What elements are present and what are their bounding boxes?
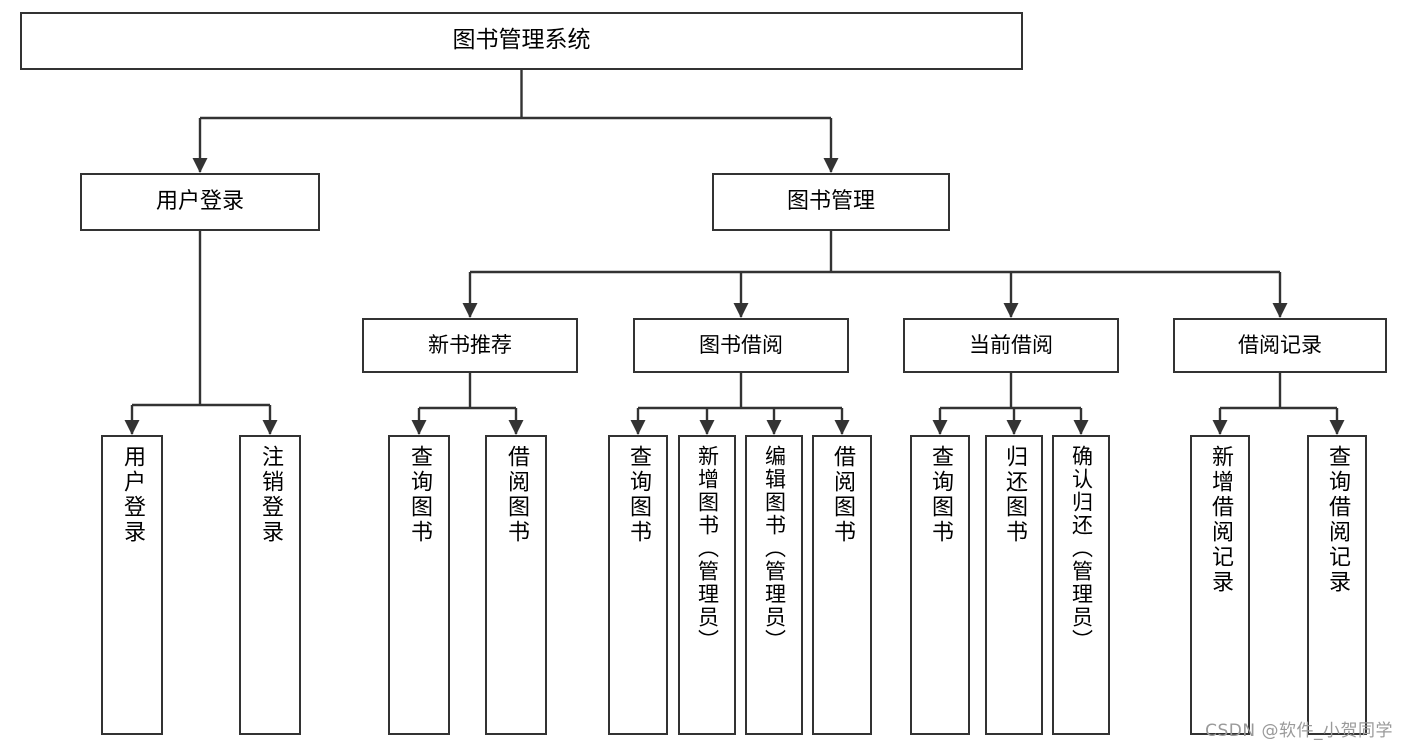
node-leaf-add-book-label: 新增图书（管理员） xyxy=(695,445,720,652)
node-leaf-borrow-book-1-label: 借阅图书 xyxy=(504,445,529,545)
node-leaf-query-book-1[interactable]: 查询图书 xyxy=(388,435,450,735)
node-new-book-recommend-label: 新书推荐 xyxy=(428,333,512,358)
node-leaf-confirm-return[interactable]: 确认归还（管理员） xyxy=(1052,435,1110,735)
node-leaf-return-book-label: 归还图书 xyxy=(1002,445,1027,545)
node-leaf-user-login-label: 用户登录 xyxy=(120,445,145,545)
arrowhead-icon xyxy=(411,420,427,435)
arrowhead-icon xyxy=(192,158,208,173)
node-leaf-borrow-book-1[interactable]: 借阅图书 xyxy=(485,435,547,735)
node-leaf-query-book-3-label: 查询图书 xyxy=(928,445,953,545)
node-user-login[interactable]: 用户登录 xyxy=(80,173,320,231)
node-leaf-add-book[interactable]: 新增图书（管理员） xyxy=(678,435,736,735)
node-leaf-user-logout[interactable]: 注销登录 xyxy=(239,435,301,735)
node-root-system-label: 图书管理系统 xyxy=(452,27,591,54)
arrowhead-icon xyxy=(823,158,839,173)
node-leaf-confirm-return-label: 确认归还（管理员） xyxy=(1069,445,1094,652)
arrowhead-icon xyxy=(1003,303,1019,318)
arrowhead-icon xyxy=(508,420,524,435)
node-user-login-label: 用户登录 xyxy=(155,189,244,215)
node-current-borrow[interactable]: 当前借阅 xyxy=(903,318,1119,373)
arrowhead-icon xyxy=(932,420,948,435)
node-borrow-record[interactable]: 借阅记录 xyxy=(1173,318,1387,373)
csdn-watermark: CSDN @软件_小贺同学 xyxy=(1205,721,1393,741)
node-book-manage[interactable]: 图书管理 xyxy=(712,173,950,231)
arrowhead-icon xyxy=(834,420,850,435)
node-leaf-user-logout-label: 注销登录 xyxy=(258,445,283,545)
arrowhead-icon xyxy=(1073,420,1089,435)
arrowhead-icon xyxy=(262,420,278,435)
node-leaf-query-book-1-label: 查询图书 xyxy=(407,445,432,545)
node-book-borrow[interactable]: 图书借阅 xyxy=(633,318,849,373)
arrowhead-icon xyxy=(766,420,782,435)
node-leaf-query-record[interactable]: 查询借阅记录 xyxy=(1307,435,1367,735)
node-leaf-return-book[interactable]: 归还图书 xyxy=(985,435,1043,735)
node-leaf-user-login[interactable]: 用户登录 xyxy=(101,435,163,735)
arrowhead-icon xyxy=(462,303,478,318)
node-book-manage-label: 图书管理 xyxy=(786,189,875,215)
arrowhead-icon xyxy=(1212,420,1228,435)
node-leaf-edit-book[interactable]: 编辑图书（管理员） xyxy=(745,435,803,735)
arrowhead-icon xyxy=(733,303,749,318)
node-leaf-query-record-label: 查询借阅记录 xyxy=(1325,445,1350,595)
node-leaf-query-book-2[interactable]: 查询图书 xyxy=(608,435,668,735)
node-current-borrow-label: 当前借阅 xyxy=(969,333,1053,358)
arrowhead-icon xyxy=(699,420,715,435)
node-leaf-add-record-label: 新增借阅记录 xyxy=(1208,445,1233,595)
arrowhead-icon xyxy=(1329,420,1345,435)
arrowhead-icon xyxy=(124,420,140,435)
node-new-book-recommend[interactable]: 新书推荐 xyxy=(362,318,578,373)
node-leaf-query-book-2-label: 查询图书 xyxy=(626,445,651,545)
node-leaf-add-record[interactable]: 新增借阅记录 xyxy=(1190,435,1250,735)
arrowhead-icon xyxy=(1272,303,1288,318)
node-borrow-record-label: 借阅记录 xyxy=(1238,333,1322,358)
node-book-borrow-label: 图书借阅 xyxy=(699,333,783,358)
node-leaf-query-book-3[interactable]: 查询图书 xyxy=(910,435,970,735)
node-leaf-borrow-book-2[interactable]: 借阅图书 xyxy=(812,435,872,735)
node-root-system[interactable]: 图书管理系统 xyxy=(20,12,1023,70)
node-leaf-borrow-book-2-label: 借阅图书 xyxy=(830,445,855,545)
node-leaf-edit-book-label: 编辑图书（管理员） xyxy=(762,445,787,652)
arrowhead-icon xyxy=(1006,420,1022,435)
arrowhead-icon xyxy=(630,420,646,435)
